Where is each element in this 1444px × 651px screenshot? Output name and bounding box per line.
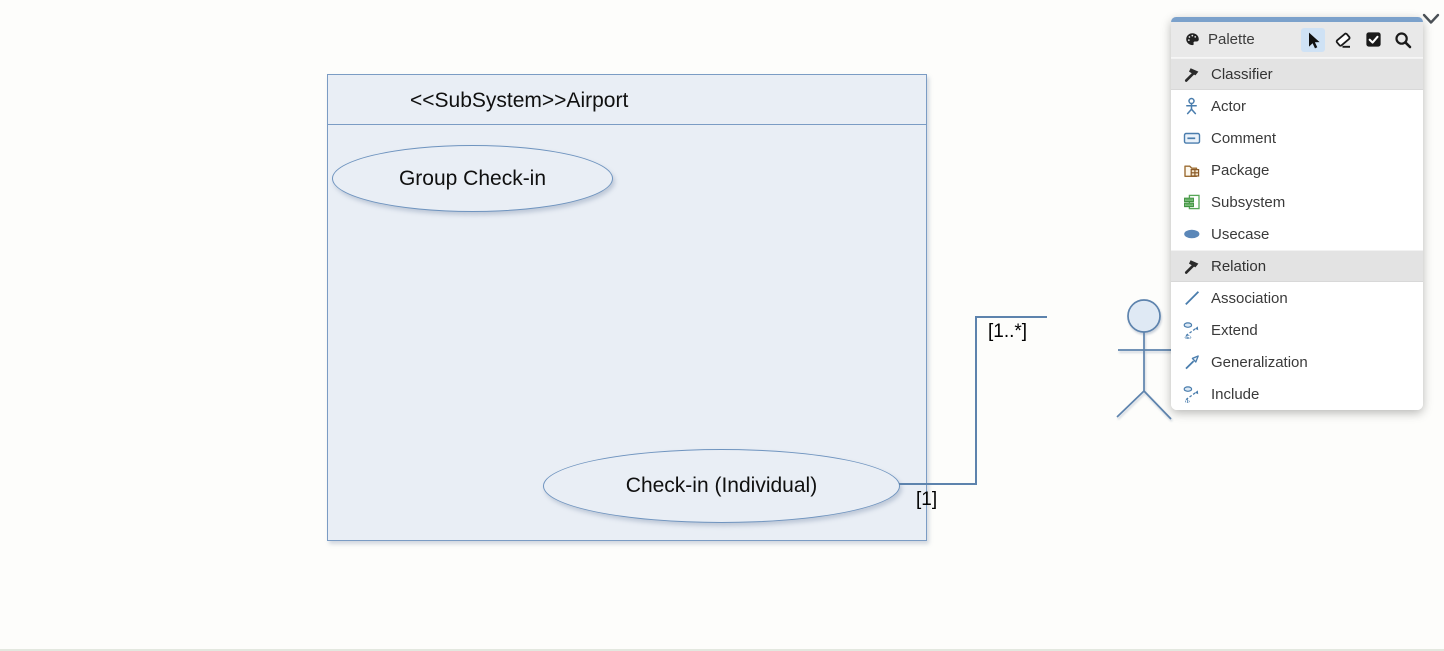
palette-drag-bar[interactable] [1171, 17, 1423, 22]
include-icon: ‹I› [1183, 385, 1201, 403]
palette-icon [1183, 31, 1201, 49]
svg-text:‹E›: ‹E› [1184, 335, 1191, 339]
hammer-icon [1183, 65, 1201, 83]
association-multiplicity-source[interactable]: [1] [916, 489, 938, 510]
palette-title: Palette [1208, 31, 1255, 48]
palette-item-label: Generalization [1211, 353, 1308, 371]
palette-item-association[interactable]: Association [1171, 282, 1423, 314]
palette-item-label: Actor [1211, 97, 1247, 115]
palette-item-label: Subsystem [1211, 193, 1286, 211]
checkbox-checked-icon[interactable] [1361, 28, 1385, 52]
usecase-label: Group Check-in [398, 166, 547, 190]
association-line[interactable] [899, 316, 1047, 485]
palette-group-classifier[interactable]: Classifier [1171, 58, 1423, 90]
generalization-icon [1183, 353, 1201, 371]
association-multiplicity-target[interactable]: [1..*] [988, 321, 1028, 342]
svg-text:‹I›: ‹I› [1185, 399, 1190, 403]
palette-item-package[interactable]: Package [1171, 154, 1423, 186]
palette-item-actor[interactable]: Actor [1171, 90, 1423, 122]
palette-item-extend[interactable]: ‹E› Extend [1171, 314, 1423, 346]
palette-item-comment[interactable]: Comment [1171, 122, 1423, 154]
eraser-icon[interactable] [1331, 28, 1355, 52]
chevron-down-icon[interactable] [1419, 8, 1443, 32]
comment-icon [1183, 129, 1201, 147]
actor-shape[interactable] [1116, 299, 1172, 420]
hammer-icon [1183, 257, 1201, 275]
palette-item-label: Association [1211, 289, 1288, 307]
palette-group-label: Classifier [1211, 65, 1273, 83]
usecase-checkin-individual[interactable]: Check-in (Individual) [543, 449, 900, 523]
usecase-group-checkin[interactable]: Group Check-in [332, 145, 613, 212]
association-icon [1183, 289, 1201, 307]
palette-item-include[interactable]: ‹I› Include [1171, 378, 1423, 410]
subsystem-icon [1183, 193, 1201, 211]
subsystem-titlebar: <<SubSystem>>Airport [328, 75, 926, 125]
palette-group-relation[interactable]: Relation [1171, 250, 1423, 282]
palette-header: Palette [1171, 22, 1423, 58]
palette-item-label: Extend [1211, 321, 1258, 339]
actor-icon [1183, 97, 1201, 115]
palette-item-label: Usecase [1211, 225, 1270, 243]
palette-group-label: Relation [1211, 257, 1267, 275]
canvas-bottom-edge [0, 649, 1444, 651]
palette-panel: Palette [1171, 17, 1423, 410]
palette-item-subsystem[interactable]: Subsystem [1171, 186, 1423, 218]
palette-item-label: Package [1211, 161, 1270, 179]
palette-item-generalization[interactable]: Generalization [1171, 346, 1423, 378]
palette-item-usecase[interactable]: Usecase [1171, 218, 1423, 250]
package-icon [1183, 161, 1201, 179]
select-cursor-icon[interactable] [1301, 27, 1325, 52]
usecase-icon [1183, 225, 1201, 243]
subsystem-title: <<SubSystem>>Airport [410, 89, 629, 112]
usecase-label: Check-in (Individual) [625, 474, 818, 497]
palette-item-label: Include [1211, 385, 1260, 403]
extend-icon: ‹E› [1183, 321, 1201, 339]
search-icon[interactable] [1391, 28, 1415, 52]
palette-item-label: Comment [1211, 129, 1277, 147]
